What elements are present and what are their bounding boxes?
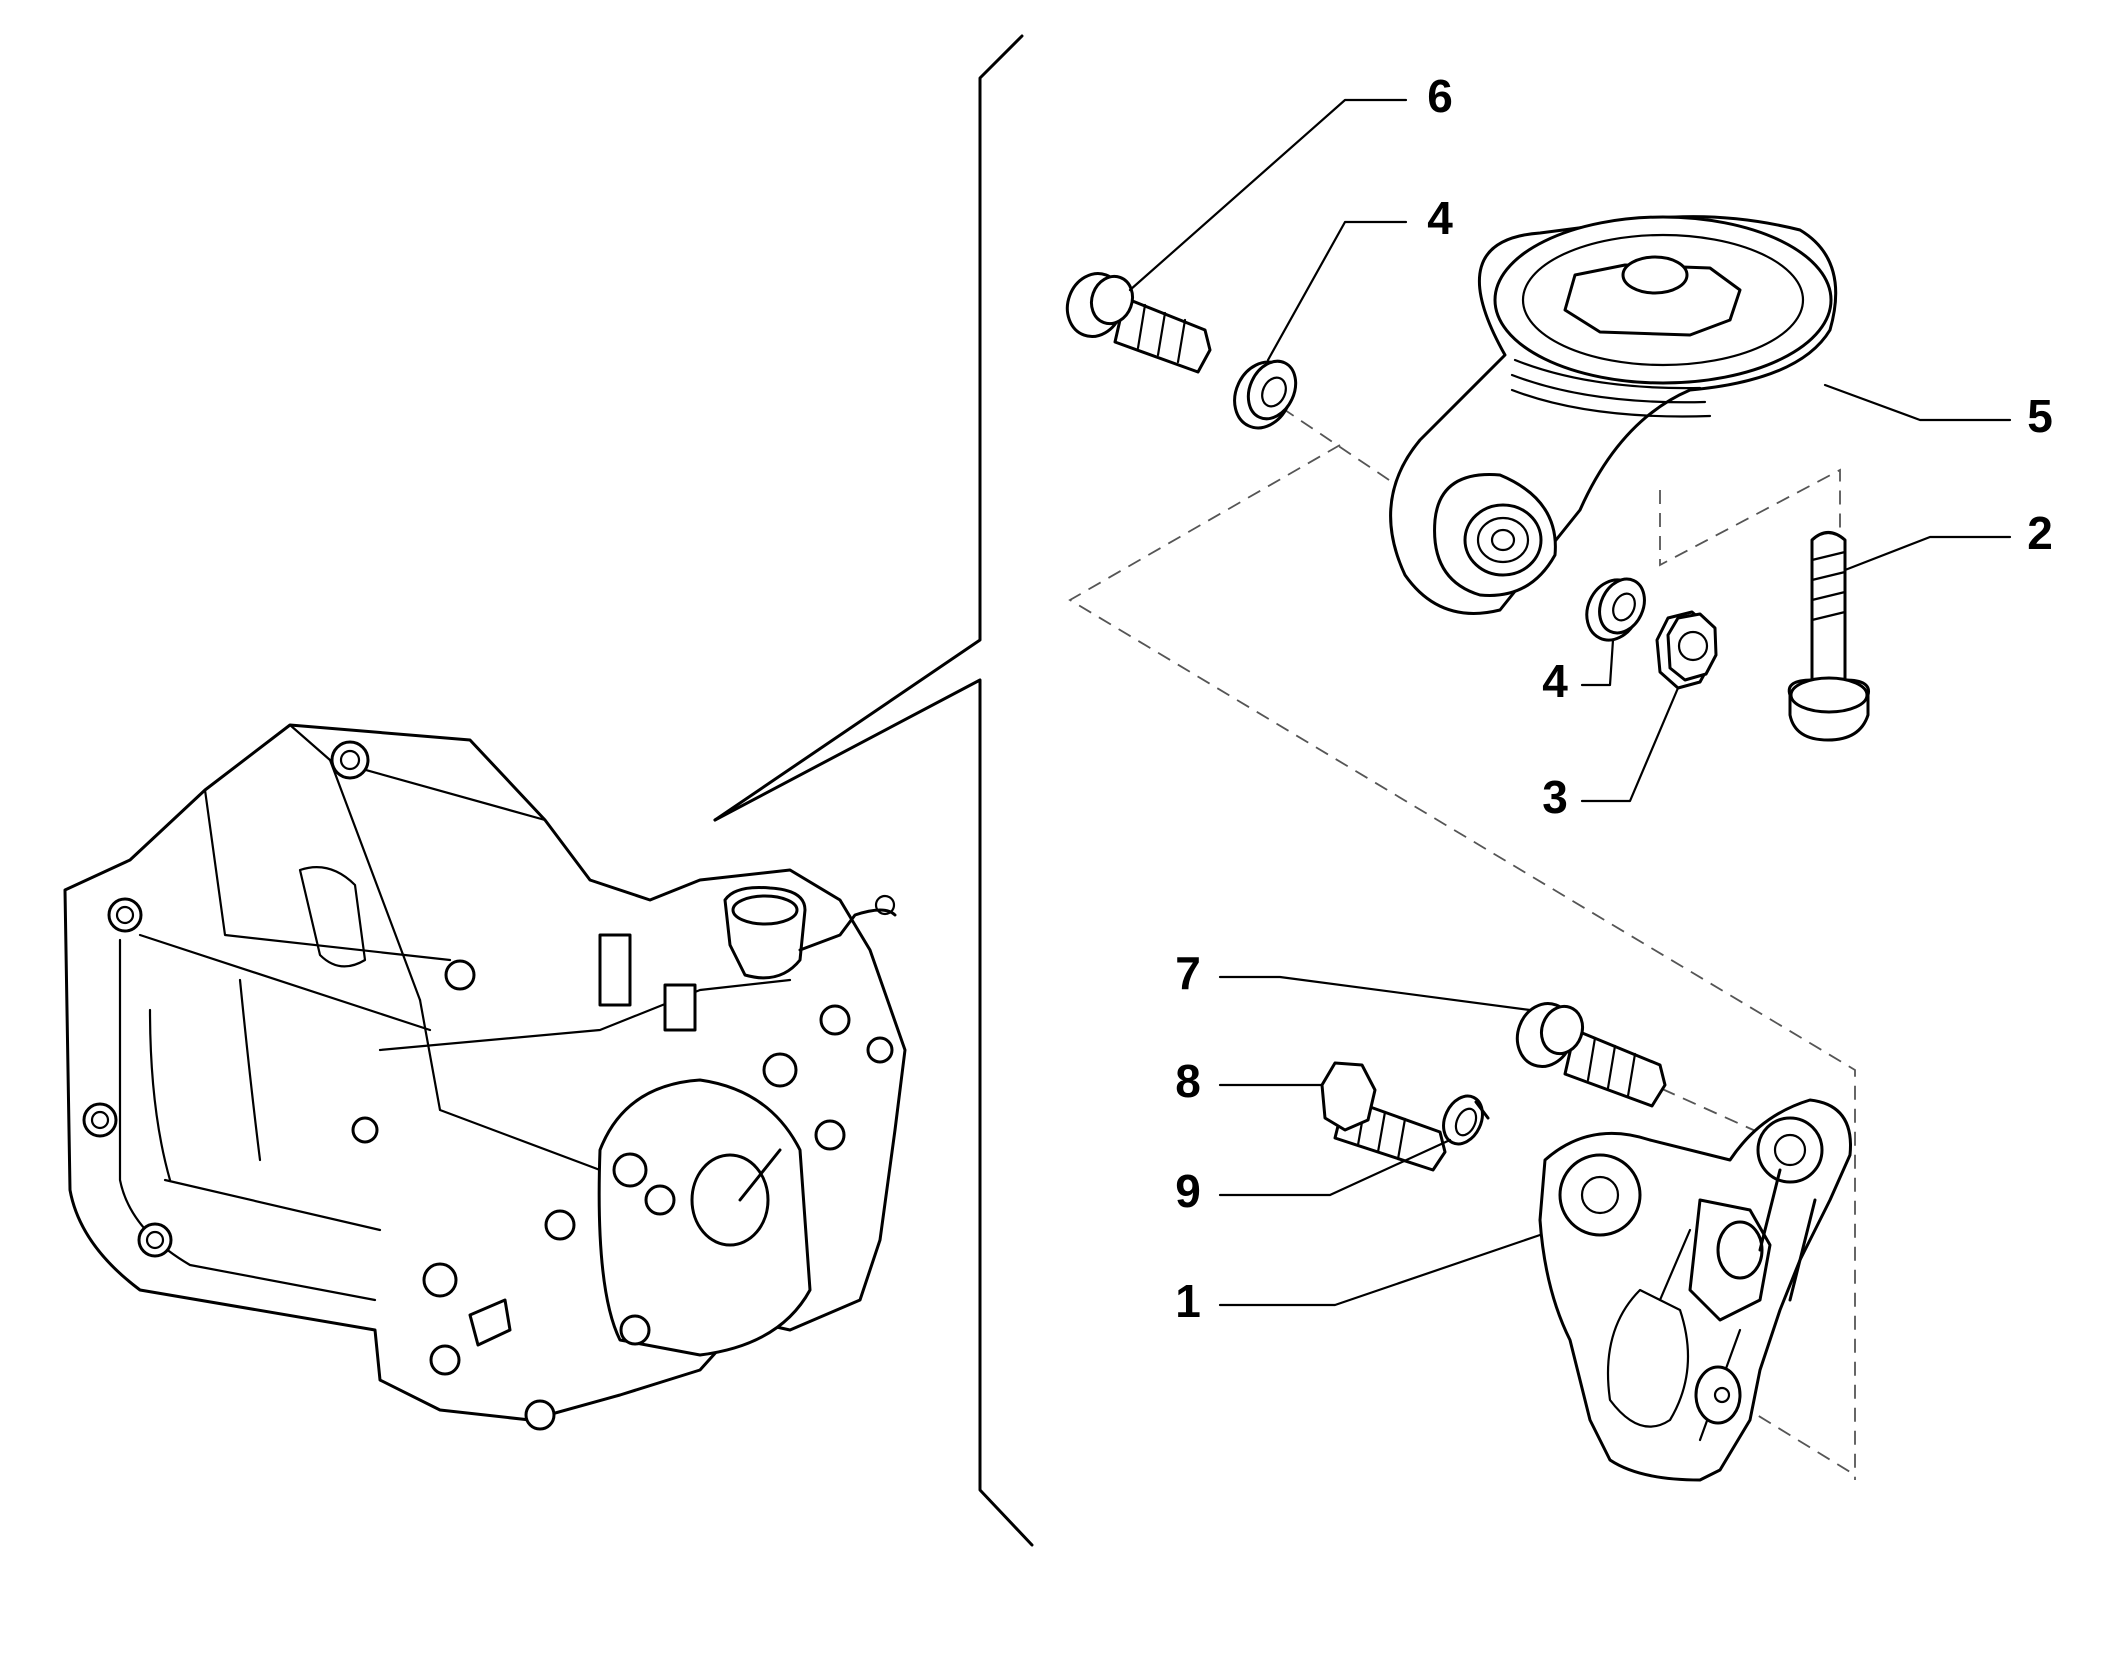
part-1-mounting-bracket: [1538, 1098, 1852, 1482]
gearbox-illustration: [63, 723, 907, 1431]
part-3-hex-nut: [1655, 610, 1718, 690]
callout-1: 1: [1175, 1275, 1201, 1327]
callout-4-lower: 4: [1542, 655, 1568, 707]
part-6-flanged-bolt: [1065, 272, 1212, 374]
part-7-flanged-bolt: [1515, 1002, 1667, 1108]
callout-5: 5: [2027, 390, 2053, 442]
callout-8: 8: [1175, 1055, 1201, 1107]
part-4-washer-upper: [1233, 359, 1298, 430]
leader-lines: [1128, 98, 2012, 1307]
part-2-long-bolt: [1787, 531, 1870, 742]
callout-9: 9: [1175, 1165, 1201, 1217]
part-5-engine-mount: [1389, 215, 1838, 615]
part-8-hex-bolt: [1320, 1061, 1447, 1172]
part-9-spring-washer: [1442, 1094, 1490, 1146]
part-4-washer-lower: [1585, 577, 1646, 642]
callout-6: 6: [1427, 70, 1453, 122]
callout-2: 2: [2027, 507, 2053, 559]
callout-7: 7: [1175, 947, 1201, 999]
callout-labels: 6 4 5 2 4 3 7 8 9 1: [1175, 70, 2053, 1327]
divider-bracket: [713, 34, 1034, 1547]
callout-3: 3: [1542, 771, 1568, 823]
callout-4-upper: 4: [1427, 192, 1453, 244]
